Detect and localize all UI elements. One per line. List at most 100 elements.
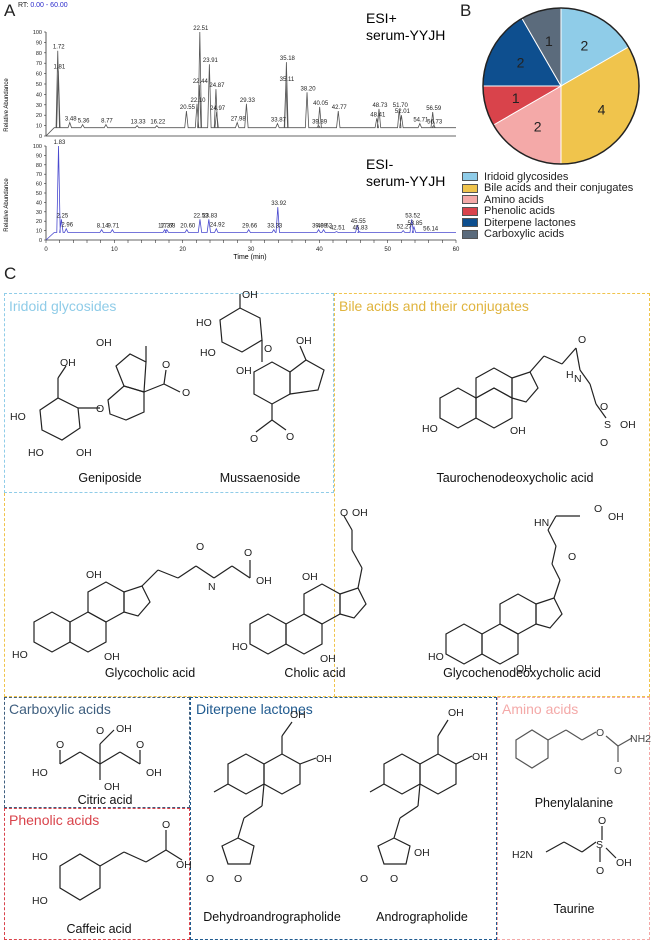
caffeic-ho-2: HO — [32, 895, 48, 907]
compound-name-glycochenodeoxycholic-acid: Glycochenodeoxycholic acid — [443, 666, 601, 680]
geniposide-o-1: O — [96, 403, 104, 415]
andrographolide-structure — [369, 719, 473, 865]
legend-swatch — [462, 183, 478, 193]
phenylalanine-o-1: O — [596, 727, 604, 739]
amino-acids-box — [497, 697, 650, 940]
pie-slice-label: 2 — [517, 55, 525, 71]
mussaenoside-ho-2: HO — [200, 347, 216, 359]
tcdca-o: O — [578, 334, 586, 346]
top-y-tick-label: 20 — [36, 113, 42, 119]
bottom-peak-label: 9.71 — [108, 224, 120, 230]
iridoid-glycosides-box — [4, 293, 334, 493]
top-trace-mode: ESI+ — [366, 10, 397, 26]
legend-item: Diterpene lactones — [462, 217, 633, 229]
dehydroandro-oh-2: OH — [316, 753, 332, 765]
dehydroandro-oh-1: OH — [290, 709, 306, 721]
bottom-peak-label: 23.83 — [202, 213, 218, 219]
bottom-peak-label: 39.89 — [312, 224, 328, 230]
top-peak-label: 51.70 — [393, 103, 409, 109]
caffeic-o: O — [162, 819, 170, 831]
geniposide-oh-3: OH — [96, 337, 112, 349]
legend-item: Iridoid glycosides — [462, 171, 633, 183]
compound-name-caffeic-acid: Caffeic acid — [66, 922, 132, 936]
taurine-o-1: O — [598, 815, 606, 827]
bottom-y-tick-label: 30 — [36, 210, 42, 216]
top-peak-label: 22.51 — [193, 26, 209, 32]
bottom-trace-sample: serum-YYJH — [366, 173, 445, 189]
geniposide-ho-2: HO — [28, 447, 44, 459]
geniposide-ho-1: HO — [10, 411, 26, 423]
pie-outline — [482, 7, 640, 165]
bottom-y-tick-label: 90 — [36, 153, 42, 159]
bottom-peak-label: 53.52 — [405, 213, 421, 219]
top-peak-label: 22.44 — [193, 79, 209, 85]
top-peak-label: 33.87 — [271, 118, 287, 124]
amino-acids-title: Amino acids — [502, 701, 579, 717]
top-peak-label: 48.73 — [372, 103, 388, 109]
top-peak-label: 5.36 — [78, 119, 90, 125]
bottom-y-tick-label: 70 — [36, 172, 42, 178]
bile-acids-box-bottom — [4, 493, 650, 697]
cholic-o: O — [340, 507, 348, 519]
citric-o-1: O — [56, 739, 64, 751]
mussaenoside-o-1: O — [264, 343, 272, 355]
bottom-peak-label: 17.37 — [158, 224, 174, 230]
top-peak-label: 3.48 — [65, 116, 77, 122]
diterpene-lactones-box — [190, 697, 497, 940]
citric-oh-3: OH — [104, 781, 120, 793]
glycochenodeoxycholic-acid-structure — [445, 515, 580, 665]
top-peak-label: 29.33 — [240, 98, 256, 104]
citric-o-2: O — [136, 739, 144, 751]
panel-label-b: B — [460, 1, 472, 20]
tcdca-oh-2: OH — [510, 425, 526, 437]
glycocholic-oh-2: OH — [86, 569, 102, 581]
top-peak-label: 23.91 — [203, 58, 219, 64]
bottom-y-tick-label: 0 — [39, 238, 42, 244]
top-peak-label: 24.87 — [209, 83, 225, 89]
legend-swatch — [462, 195, 478, 205]
top-peak-label: 13.33 — [131, 120, 147, 126]
top-peak-label: 38.20 — [301, 86, 317, 92]
glycocholic-n: N — [208, 581, 216, 593]
gcdca-o-1: O — [594, 503, 602, 515]
bottom-peak-label: 2.96 — [61, 223, 73, 229]
bottom-peak-label: 29.66 — [242, 224, 258, 230]
pie-slice-label: 2 — [534, 119, 542, 135]
bottom-peak-label: 22.53 — [193, 213, 209, 219]
tcdca-oh: OH — [620, 419, 636, 431]
compound-name-andrographolide: Andrographolide — [376, 910, 468, 924]
top-peak-label: 1.72 — [53, 45, 65, 51]
bottom-y-tick-label: 40 — [36, 200, 42, 206]
compound-name-taurine: Taurine — [553, 902, 595, 916]
dehydroandrographolide-structure — [213, 721, 317, 865]
andro-o-2: O — [390, 873, 398, 885]
legend-label: Phenolic acids — [484, 205, 555, 218]
mussaenoside-oh-1: OH — [242, 290, 258, 301]
geniposide-oh-1: OH — [60, 357, 76, 369]
compound-name-citric-acid: Citric acid — [77, 793, 133, 807]
tcdca-o-2: O — [600, 401, 608, 413]
bottom-y-tick-label: 100 — [33, 144, 42, 150]
top-peak-label: 56.73 — [427, 120, 443, 126]
bile-acids-title: Bile acids and their conjugates — [339, 298, 529, 314]
top-peak-label: 1.81 — [54, 64, 66, 70]
top-y-tick-label: 30 — [36, 103, 42, 109]
panel-label-c: C — [4, 264, 17, 283]
top-peak-label: 35.11 — [280, 77, 295, 83]
top-y-tick-label: 80 — [36, 51, 42, 57]
mussaenoside-ho-1: HO — [196, 317, 212, 329]
mussaenoside-o-2: O — [250, 433, 258, 445]
top-peak-label: 22.10 — [191, 98, 207, 104]
top-peak-label: 48.41 — [370, 112, 386, 118]
x-tick-label: 10 — [111, 247, 118, 253]
pie-slice-label: 1 — [545, 33, 553, 49]
tcdca-s: S — [604, 419, 611, 431]
rt-label: RT: — [18, 2, 29, 9]
x-tick-label: 20 — [179, 247, 186, 253]
cholic-oh-3: OH — [302, 571, 318, 583]
taurine-o-2: O — [596, 865, 604, 877]
compound-name-phenylalanine: Phenylalanine — [534, 796, 614, 810]
gcdca-ho: HO — [428, 651, 444, 663]
